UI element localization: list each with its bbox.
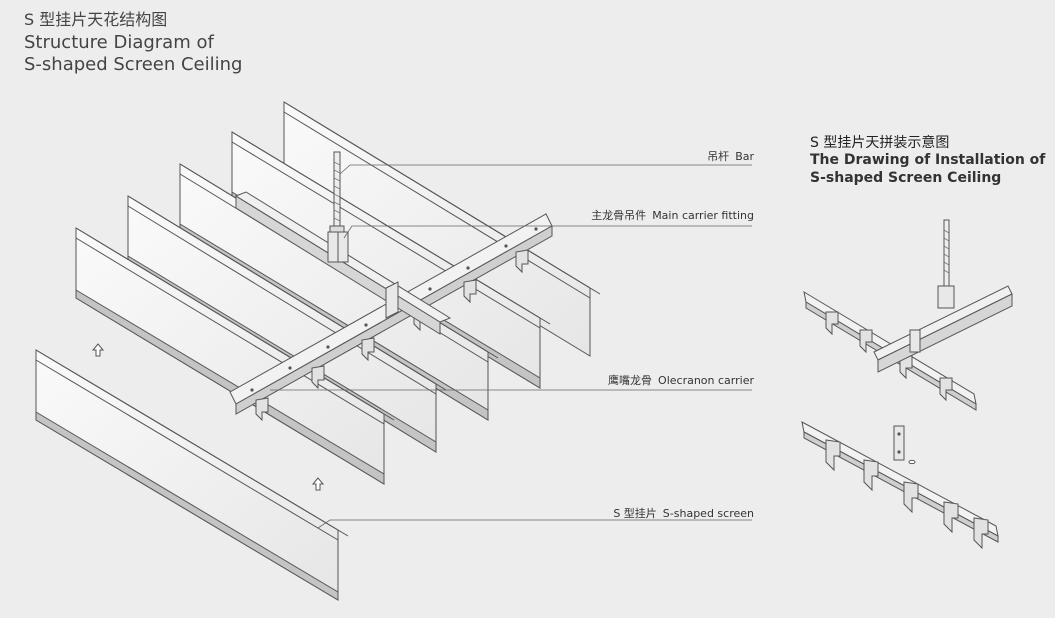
label-bar-en: Bar (735, 150, 754, 163)
install-title-en-line2: S-shaped Screen Ceiling (810, 170, 1002, 186)
installation-drawing-top (803, 219, 1013, 411)
label-bar-zh: 吊杆 (707, 150, 730, 163)
leader-lines (270, 164, 752, 529)
leader-main-carrier-fitting (343, 225, 752, 239)
install-title-zh: S 型挂片天拼装示意图 (810, 135, 950, 151)
main-carrier-fitting (327, 231, 399, 319)
insert-arrows (91, 343, 325, 491)
leader-bar (339, 164, 752, 175)
label-bar: 吊杆 Bar (701, 148, 754, 164)
hanger-bar (329, 151, 345, 233)
label-main-carrier-fitting: 主龙骨吊件 Main carrier fitting (585, 207, 754, 223)
install-title-en-line1: The Drawing of Installation of (810, 152, 1046, 168)
label-olecranon-en: Olecranon carrier (658, 374, 754, 387)
screen-panel-6 (35, 349, 349, 601)
label-screen-zh: S 型挂片 (613, 507, 657, 520)
arrow-up-icon (91, 343, 105, 357)
label-main-carrier-zh: 主龙骨吊件 (591, 209, 647, 222)
label-main-carrier-en: Main carrier fitting (652, 209, 754, 222)
label-olecranon-zh: 鹰嘴龙骨 (608, 374, 653, 387)
leader-s-shaped-screen (317, 519, 752, 529)
arrow-up-icon (311, 477, 325, 491)
installation-drawing-bottom (801, 421, 999, 550)
diagram-title-en-line2: S-shaped Screen Ceiling (24, 54, 243, 75)
label-s-shaped-screen: S 型挂片 S-shaped screen (607, 505, 754, 521)
label-screen-en: S-shaped screen (662, 507, 754, 520)
label-olecranon-carrier: 鹰嘴龙骨 Olecranon carrier (602, 372, 754, 388)
loose-fitting-plate (893, 425, 905, 461)
diagram-title-en-line1: Structure Diagram of (24, 32, 214, 53)
diagram-title-zh: S 型挂片天花结构图 (24, 10, 168, 29)
